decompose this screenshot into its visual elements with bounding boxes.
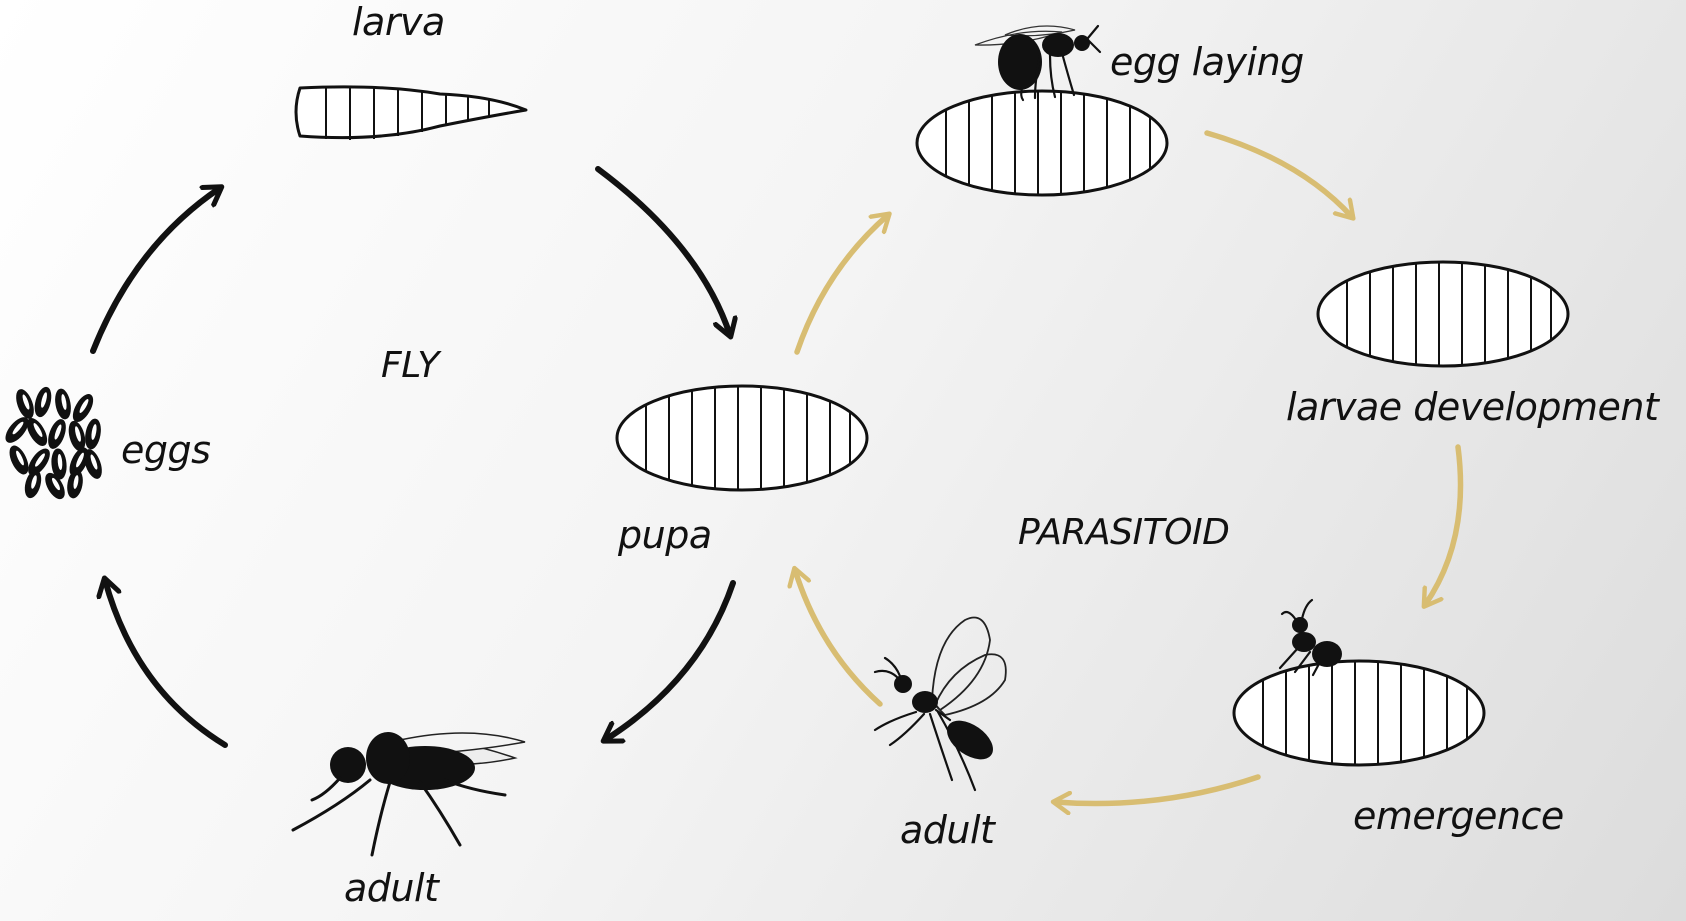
pupa-icon	[617, 386, 867, 490]
arrow-larvae-development-to-emergence	[1425, 447, 1461, 605]
label-larvae-development: larvae development	[1286, 385, 1658, 429]
arrow-pupa-to-adult	[605, 583, 733, 740]
arrow-egg-laying-to-larvae-development	[1207, 133, 1352, 217]
pupa-egg-laying-icon	[917, 91, 1167, 195]
arrow-adult-to-eggs	[105, 580, 225, 745]
wasp-icon	[875, 618, 1006, 791]
arrow-eggs-to-larva	[93, 188, 220, 351]
label-eggs: eggs	[121, 428, 210, 472]
parasitoid-cycle-title: PARASITOID	[1018, 512, 1229, 553]
larva-icon	[296, 86, 526, 140]
pupa-emergence-icon	[1234, 661, 1484, 765]
arrow-emergence-to-adult	[1055, 777, 1258, 804]
arrow-pupa-to-egg-laying	[797, 215, 888, 352]
label-emergence: emergence	[1353, 794, 1564, 838]
egg-cluster-icon	[2, 386, 105, 502]
fly-icon	[293, 732, 525, 855]
fly-cycle-title: FLY	[381, 345, 439, 386]
label-larva: larva	[352, 0, 445, 44]
arrow-larva-to-pupa	[598, 169, 730, 335]
wasp-egg-laying-icon	[975, 26, 1100, 100]
label-fly-adult: adult	[344, 866, 438, 910]
label-pupa: pupa	[618, 513, 712, 557]
label-parasitoid-adult: adult	[900, 808, 994, 852]
label-egg-laying: egg laying	[1110, 40, 1304, 84]
pupa-larvae-development-icon	[1318, 262, 1568, 366]
arrow-adult-to-pupa	[795, 570, 880, 704]
